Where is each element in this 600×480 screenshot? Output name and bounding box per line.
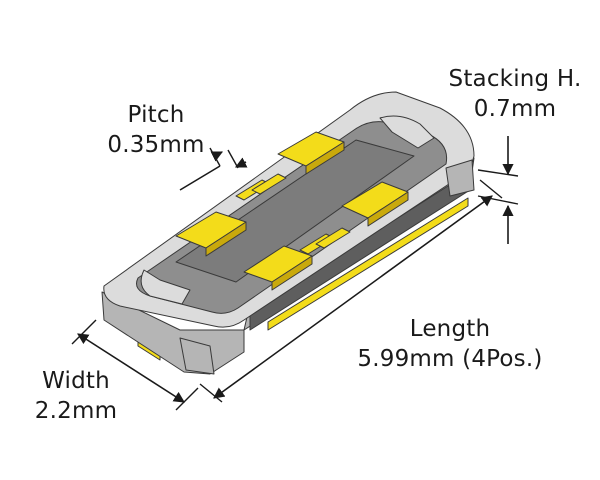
pitch-label: Pitch 0.35mm bbox=[88, 100, 224, 160]
pitch-value: 0.35mm bbox=[107, 132, 205, 158]
width-value: 2.2mm bbox=[34, 398, 118, 424]
pitch-dimension bbox=[179, 147, 248, 191]
end-clip-right bbox=[379, 115, 435, 149]
contact-pad-2-shade bbox=[305, 141, 345, 175]
pitch-name: Pitch bbox=[127, 102, 185, 128]
signal-contact-2 bbox=[251, 173, 287, 195]
width-label: Width 2.2mm bbox=[16, 366, 136, 426]
stacking-height-name: Stacking H. bbox=[448, 66, 582, 92]
stacking-height-label: Stacking H. 0.7mm bbox=[432, 64, 598, 124]
width-dimension bbox=[71, 319, 199, 411]
end-clip-left bbox=[140, 269, 191, 305]
length-dimension bbox=[199, 179, 503, 403]
stacking-height-value: 0.7mm bbox=[473, 96, 557, 122]
length-label: Length 5.99mm (4Pos.) bbox=[330, 314, 570, 374]
width-name: Width bbox=[42, 368, 110, 394]
stacking-height-dimension bbox=[477, 136, 519, 244]
length-value: 5.99mm (4Pos.) bbox=[357, 346, 543, 372]
corner-foot-right bbox=[445, 159, 475, 197]
length-name: Length bbox=[409, 316, 491, 342]
